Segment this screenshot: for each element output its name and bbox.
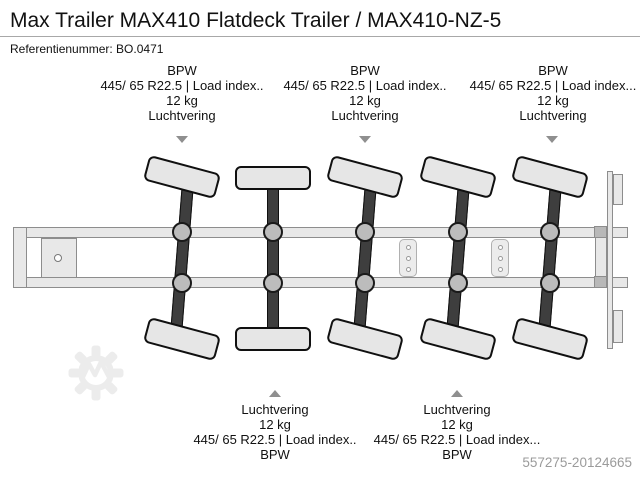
- crossmember-bolt: [405, 256, 411, 261]
- tire-spec-label: 445/ 65 R22.5 | Load index..: [193, 432, 357, 447]
- axle-label-top-1: BPW 445/ 65 R22.5 | Load index.. 12 kg L…: [62, 63, 302, 123]
- suspension-label: Luchtvering: [331, 108, 399, 123]
- tire-top: [235, 166, 311, 190]
- crossmember-bolt: [497, 245, 503, 250]
- title-divider: [0, 36, 640, 37]
- up-arrow-icon: [451, 375, 463, 397]
- air-bellow-bottom: [172, 273, 192, 293]
- axle-label-top-3: BPW 445/ 65 R22.5 | Load index... 12 kg …: [433, 63, 640, 123]
- tire-bottom: [235, 327, 311, 351]
- rear-bumper-end-bottom: [613, 310, 623, 343]
- tire-spec-label: 445/ 65 R22.5 | Load index...: [469, 78, 637, 93]
- gear-watermark-icon: [66, 343, 126, 408]
- axle-label-top-2: BPW 445/ 65 R22.5 | Load index.. 12 kg L…: [245, 63, 485, 123]
- axle-shaft: [353, 186, 377, 331]
- crossmember-bolt: [405, 245, 411, 250]
- axle-label-bottom-2: Luchtvering 12 kg 445/ 65 R22.5 | Load i…: [337, 373, 577, 462]
- rear-bracket-bottom: [594, 276, 607, 288]
- air-bellow-top: [172, 222, 192, 242]
- crossmember-plate: [399, 239, 417, 277]
- air-bellow-bottom: [540, 273, 560, 293]
- rear-bumper-end-top: [613, 174, 623, 205]
- air-bellow-top: [263, 222, 283, 242]
- suspension-label: Luchtvering: [241, 402, 309, 417]
- axle-shaft: [267, 187, 279, 330]
- down-arrow-icon: [546, 136, 558, 143]
- page-title: Max Trailer MAX410 Flatdeck Trailer / MA…: [10, 9, 502, 32]
- suspension-label: Luchtvering: [519, 108, 587, 123]
- crossmember-bolt: [497, 256, 503, 261]
- suspension-label: Luchtvering: [423, 402, 491, 417]
- crossmember-bolt: [497, 267, 503, 272]
- listing-id: 557275-20124665: [522, 455, 632, 470]
- front-end-cap: [13, 227, 27, 288]
- brand-label: BPW: [442, 447, 472, 462]
- weight-label: 12 kg: [349, 93, 381, 108]
- axle-label-bottom-1: Luchtvering 12 kg 445/ 65 R22.5 | Load i…: [155, 373, 395, 462]
- tire-spec-label: 445/ 65 R22.5 | Load index..: [100, 78, 264, 93]
- axle-shaft: [446, 186, 470, 331]
- air-bellow-bottom: [263, 273, 283, 293]
- air-bellow-top: [355, 222, 375, 242]
- brand-label: BPW: [538, 63, 568, 78]
- air-bellow-top: [448, 222, 468, 242]
- tire-spec-label: 445/ 65 R22.5 | Load index...: [373, 432, 541, 447]
- down-arrow-icon: [176, 136, 188, 143]
- air-bellow-bottom: [355, 273, 375, 293]
- axle-shaft: [170, 186, 194, 331]
- rear-bracket-top: [594, 226, 607, 238]
- chassis-rail-bottom: [13, 277, 628, 288]
- crossmember-bolt: [405, 267, 411, 272]
- brand-label: BPW: [167, 63, 197, 78]
- chassis-rail-top: [13, 227, 628, 238]
- weight-label: 12 kg: [166, 93, 198, 108]
- weight-label: 12 kg: [537, 93, 569, 108]
- up-arrow-icon: [269, 375, 281, 397]
- down-arrow-icon: [359, 136, 371, 143]
- brand-label: BPW: [350, 63, 380, 78]
- rear-bumper-bar: [607, 171, 613, 349]
- air-bellow-bottom: [448, 273, 468, 293]
- brand-label: BPW: [260, 447, 290, 462]
- axle-shaft: [538, 186, 562, 331]
- weight-label: 12 kg: [441, 417, 473, 432]
- crossmember-plate: [491, 239, 509, 277]
- air-bellow-top: [540, 222, 560, 242]
- suspension-label: Luchtvering: [148, 108, 216, 123]
- tire-spec-label: 445/ 65 R22.5 | Load index..: [283, 78, 447, 93]
- kingpin: [54, 254, 62, 262]
- reference-number: Referentienummer: BO.0471: [10, 42, 164, 56]
- weight-label: 12 kg: [259, 417, 291, 432]
